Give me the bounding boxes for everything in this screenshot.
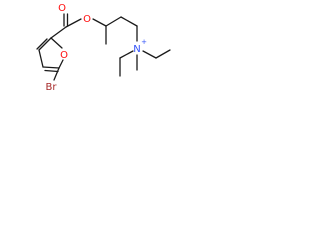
atom-bromine: Br [46, 82, 58, 93]
bond-furan-c3-c4 [38, 49, 44, 68]
bond-furan-o-c2 [50, 37, 63, 49]
bond-furan-c4-c5-double [44, 69, 59, 73]
bonds [36, 13, 171, 81]
atom-nitrogen-charge: + [141, 38, 147, 46]
bond-n-ethyl-right-1 [142, 50, 157, 59]
atom-furan-oxygen: O [60, 50, 68, 61]
bond-n-ethyl-left-1 [119, 50, 134, 59]
bond-furan-c5-o [58, 59, 64, 69]
bond-ch-ch2-a [105, 16, 122, 27]
molecule-structure: O O O Br N + [36, 3, 171, 93]
bond-ch2-ch2 [120, 16, 138, 27]
bond-furan-c4-c5 [42, 66, 60, 69]
bond-ester-o-ch [92, 18, 107, 27]
atom-nitrogen: N [133, 44, 140, 55]
atom-carbonyl-oxygen: O [58, 3, 66, 14]
bond-c5-br [53, 67, 60, 81]
atom-ester-oxygen: O [83, 14, 91, 25]
bond-carbonyl-ester-o [65, 18, 82, 28]
bond-n-ethyl-right-2 [155, 49, 171, 59]
bond-furan-c2-c3 [38, 37, 52, 51]
bond-carbonyl-furan [50, 26, 67, 39]
atom-labels: O O O Br N + [46, 3, 148, 93]
bond-furan-c2-c3-double [36, 38, 48, 50]
